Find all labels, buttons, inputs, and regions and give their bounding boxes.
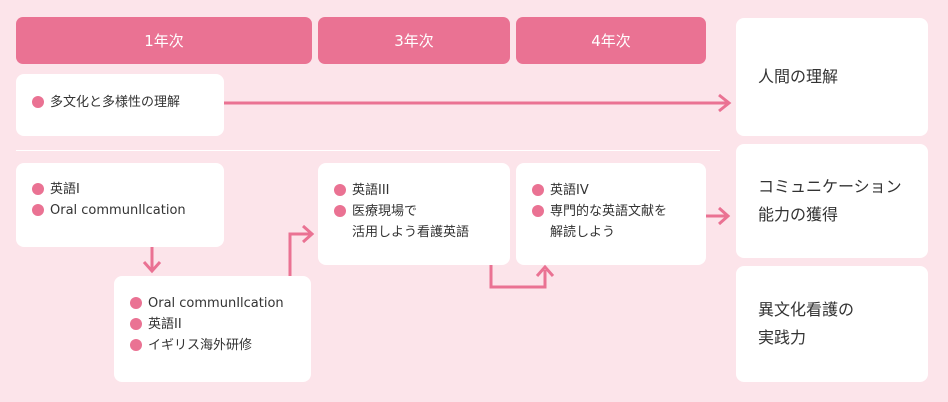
course-box-year3: 英語III 医療現場で 活用しよう看護英語 [318,163,510,265]
outcome-line: 能力の獲得 [758,205,839,224]
course-item: 医療現場で [334,201,510,222]
course-list: 英語III 医療現場で 活用しよう看護英語 [334,180,510,243]
course-name: 医療現場で [352,204,418,219]
course-name: 英語III [352,183,390,198]
bullet-dot-icon [32,204,44,216]
arrow-head-icon [302,224,315,244]
course-name: 英語I [50,182,80,197]
course-item: Oral communIlcation [32,200,224,221]
arrow-line [288,232,312,276]
outcome-human-understanding: 人間の理解 [736,18,928,136]
arrow-year4-to-outcome [706,206,731,226]
arrow-head-icon [718,206,731,226]
arrow-year2-to-year3 [288,224,315,276]
header-year1-label: 1年次 [144,32,184,50]
course-name: Oral communIlcation [148,296,284,311]
course-item: 英語II [130,314,311,335]
course-name: 専門的な英語文献を [550,204,668,219]
course-item: 英語IV [532,180,706,201]
header-year4-label: 4年次 [591,32,631,50]
bullet-dot-icon [32,183,44,195]
course-name: 多文化と多様性の理解 [50,95,181,110]
arrow-year3-to-year4 [489,264,555,289]
course-name: 活用しよう看護英語 [352,225,470,240]
course-item: 専門的な英語文献を [532,201,706,222]
course-box-multicultural: 多文化と多様性の理解 [16,74,224,136]
course-item: 英語I [32,179,224,200]
outcome-line: 異文化看護の [758,300,855,319]
outcome-label: コミュニケーション 能力の獲得 [758,173,902,229]
header-year1: 1年次 [16,17,312,64]
arrow-head-icon [718,93,732,113]
bullet-dot-icon [32,96,44,108]
bullet-dot-icon [130,318,142,330]
bullet-dot-icon [532,205,544,217]
header-year4: 4年次 [516,17,706,64]
outcome-label: 人間の理解 [758,67,839,86]
bullet-dot-icon [532,184,544,196]
outcome-label: 異文化看護の 実践力 [758,296,854,352]
outcome-communication: コミュニケーション 能力の獲得 [736,144,928,258]
course-name: 英語II [148,317,182,332]
course-item-continuation: 活用しよう看護英語 [334,222,510,243]
bullet-dot-icon [130,297,142,309]
course-box-year2: Oral communIlcation 英語II イギリス海外研修 [114,276,311,382]
header-year3: 3年次 [318,17,510,64]
bullet-dot-icon [130,339,142,351]
course-list: 英語IV 専門的な英語文献を 解読しよう [532,180,706,243]
row-divider [16,150,720,151]
course-list: 多文化と多様性の理解 [32,92,224,113]
arrow-head-icon [142,261,162,274]
course-name: イギリス海外研修 [148,338,253,353]
bullet-dot-icon [334,205,346,217]
course-name: 解読しよう [550,225,616,240]
arrow-row1-to-outcome [224,93,732,113]
outcome-cross-cultural: 異文化看護の 実践力 [736,266,928,382]
course-box-year4: 英語IV 専門的な英語文献を 解読しよう [516,163,706,265]
arrow-year1-to-year2 [142,247,162,274]
course-box-year1: 英語I Oral communIlcation [16,163,224,247]
course-list: 英語I Oral communIlcation [32,179,224,221]
course-item: Oral communIlcation [130,293,311,314]
course-item: 多文化と多様性の理解 [32,92,224,113]
course-item: イギリス海外研修 [130,335,311,356]
bullet-dot-icon [334,184,346,196]
course-item-continuation: 解読しよう [532,222,706,243]
outcome-line: コミュニケーション [758,177,902,196]
course-item: 英語III [334,180,510,201]
arrow-head-icon [535,264,555,277]
course-name: 英語IV [550,183,589,198]
outcome-line: 実践力 [758,328,807,347]
course-name: Oral communIlcation [50,203,186,218]
arrow-line [489,265,547,289]
course-list: Oral communIlcation 英語II イギリス海外研修 [130,293,311,356]
header-year3-label: 3年次 [394,32,434,50]
